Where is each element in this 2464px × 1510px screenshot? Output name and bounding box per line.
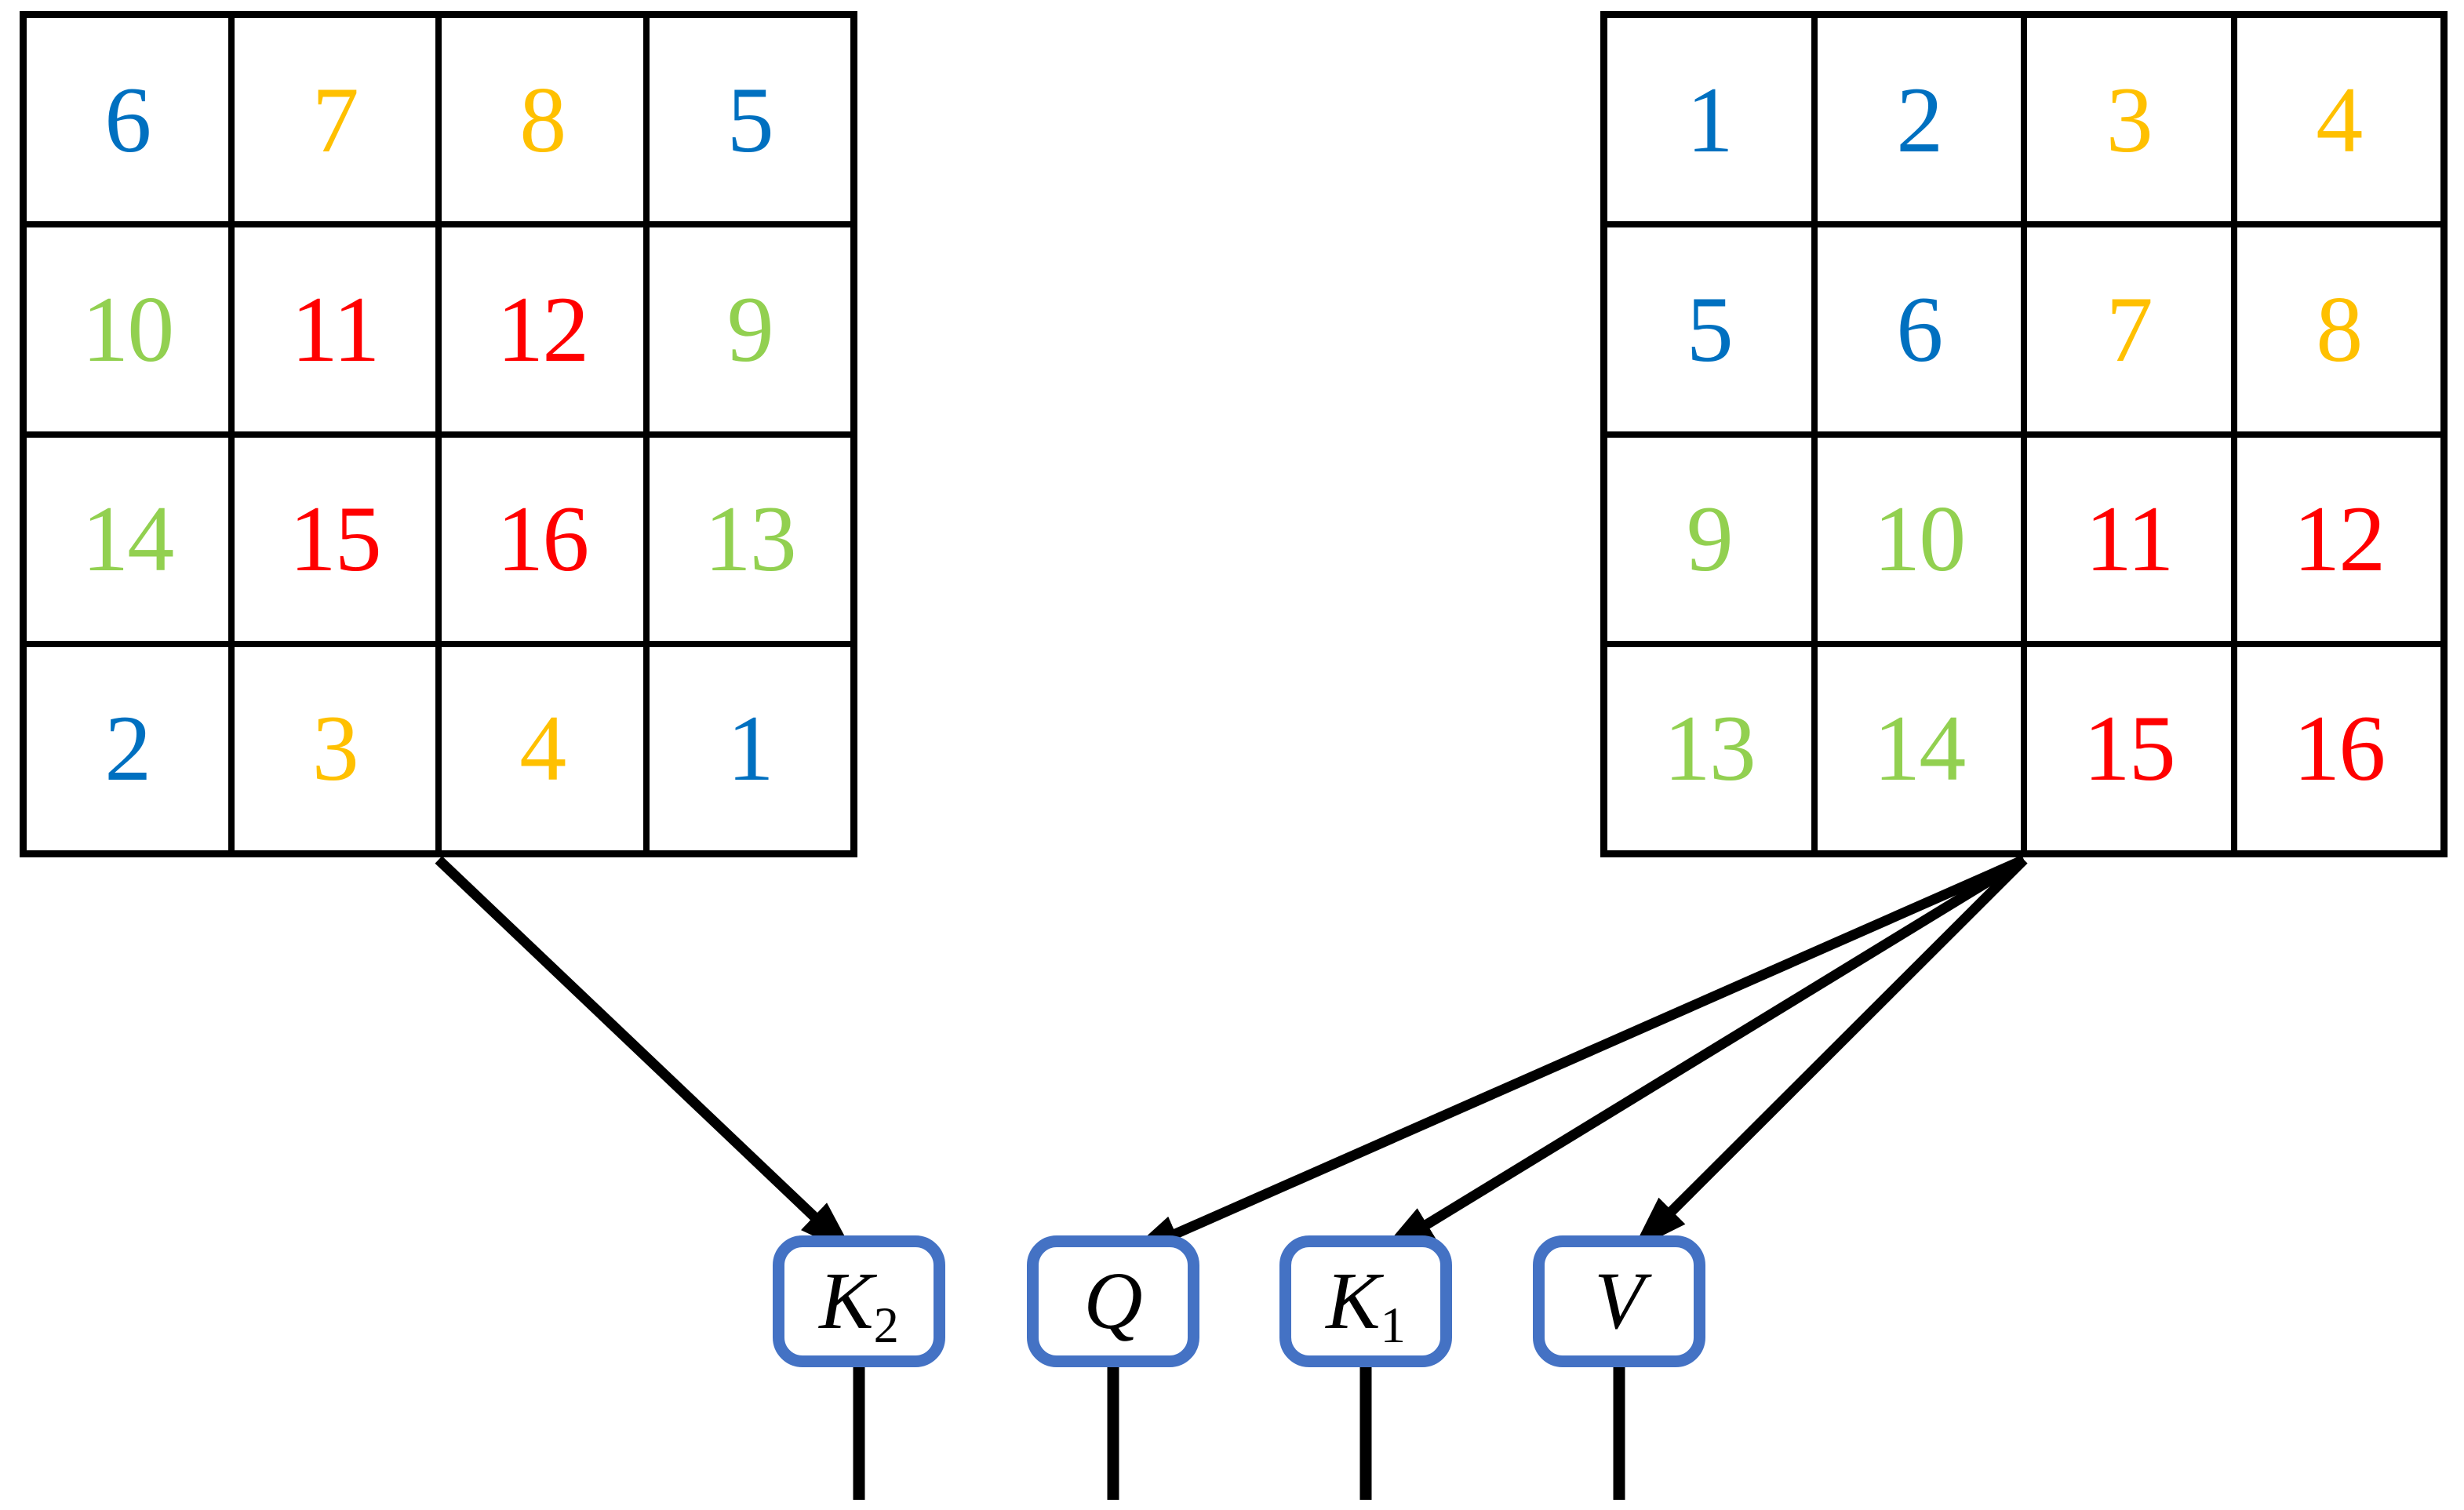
matrix-cell-r1c2: 7 [231, 15, 439, 225]
matrix-cell-r4c3: 4 [439, 643, 646, 853]
arrow-right-matrix-to-q [1124, 855, 2026, 1257]
matrix-cell-r2c3: 7 [2024, 224, 2234, 435]
box-v: V [1533, 1235, 1705, 1367]
cell-value: 3 [311, 696, 359, 801]
matrix-cell-r1c2: 2 [1814, 15, 2024, 225]
matrix-cell-r1c4: 5 [646, 15, 853, 225]
cell-value: 15 [2083, 696, 2176, 801]
cell-value: 11 [290, 276, 380, 381]
cell-value: 4 [2316, 67, 2363, 172]
matrix-cell-r4c1: 13 [1604, 643, 1814, 853]
cell-value: 10 [82, 276, 174, 381]
matrix-cell-r2c3: 12 [439, 224, 646, 435]
matrix-cell-r2c2: 11 [231, 224, 439, 435]
left-matrix: 6 7 8 5 10 11 12 9 14 15 16 13 2 3 4 1 [20, 11, 857, 857]
matrix-cell-r2c4: 9 [646, 224, 853, 435]
cell-value: 9 [1686, 486, 1734, 591]
box-q: Q [1027, 1235, 1199, 1367]
box-k2-label: K2 [819, 1256, 899, 1354]
box-k2: K2 [773, 1235, 945, 1367]
arrow-left-matrix-to-k2 [435, 856, 855, 1256]
cell-value: 13 [1663, 696, 1756, 801]
cell-value: 13 [704, 486, 797, 591]
matrix-cell-r4c4: 1 [646, 643, 853, 853]
matrix-cell-r1c1: 6 [24, 15, 231, 225]
cell-value: 1 [1686, 67, 1734, 172]
cell-value: 5 [1686, 276, 1734, 381]
matrix-cell-r3c2: 10 [1814, 434, 2024, 644]
cell-value: 8 [519, 67, 566, 172]
matrix-cell-r2c2: 6 [1814, 224, 2024, 435]
cell-value: 2 [104, 696, 151, 801]
cell-value: 10 [1873, 486, 1966, 591]
cell-value: 7 [311, 67, 359, 172]
cell-value: 9 [726, 276, 774, 381]
matrix-cell-r1c4: 4 [2233, 15, 2444, 225]
box-k1: K1 [1279, 1235, 1452, 1367]
cell-value: 6 [1896, 276, 1943, 381]
matrix-cell-r4c3: 15 [2024, 643, 2234, 853]
matrix-cell-r3c2: 15 [231, 434, 439, 644]
matrix-cell-r3c1: 14 [24, 434, 231, 644]
matrix-cell-r3c4: 13 [646, 434, 853, 644]
cell-value: 12 [2293, 486, 2386, 591]
cell-value: 1 [726, 696, 774, 801]
matrix-cell-r4c2: 3 [231, 643, 439, 853]
matrix-cell-r4c2: 14 [1814, 643, 2024, 853]
matrix-cell-r3c3: 16 [439, 434, 646, 644]
cell-value: 6 [104, 67, 151, 172]
cell-value: 2 [1896, 67, 1943, 172]
matrix-cell-r3c3: 11 [2024, 434, 2234, 644]
matrix-cell-r3c4: 12 [2233, 434, 2444, 644]
box-q-label: Q [1083, 1256, 1143, 1346]
cell-value: 3 [2106, 67, 2153, 172]
cell-value: 8 [2316, 276, 2363, 381]
cell-value: 14 [82, 486, 174, 591]
cell-value: 4 [519, 696, 566, 801]
cell-value: 14 [1873, 696, 1966, 801]
matrix-cell-r4c1: 2 [24, 643, 231, 853]
matrix-cell-r2c1: 5 [1604, 224, 1814, 435]
matrix-cell-r3c1: 9 [1604, 434, 1814, 644]
cell-value: 16 [497, 486, 589, 591]
cell-value: 15 [289, 486, 382, 591]
arrow-right-matrix-to-v [1632, 856, 2028, 1251]
cell-value: 7 [2106, 276, 2153, 381]
cell-value: 16 [2293, 696, 2386, 801]
box-k1-label: K1 [1326, 1256, 1406, 1354]
cell-value: 5 [726, 67, 774, 172]
matrix-cell-r1c3: 3 [2024, 15, 2234, 225]
box-v-label: V [1594, 1256, 1644, 1346]
matrix-cell-r4c4: 16 [2233, 643, 2444, 853]
matrix-cell-r2c1: 10 [24, 224, 231, 435]
matrix-cell-r1c3: 8 [439, 15, 646, 225]
matrix-cell-r1c1: 1 [1604, 15, 1814, 225]
cell-value: 11 [2084, 486, 2175, 591]
cell-value: 12 [497, 276, 589, 381]
matrix-cell-r2c4: 8 [2233, 224, 2444, 435]
arrow-right-matrix-to-k1 [1378, 855, 2027, 1254]
